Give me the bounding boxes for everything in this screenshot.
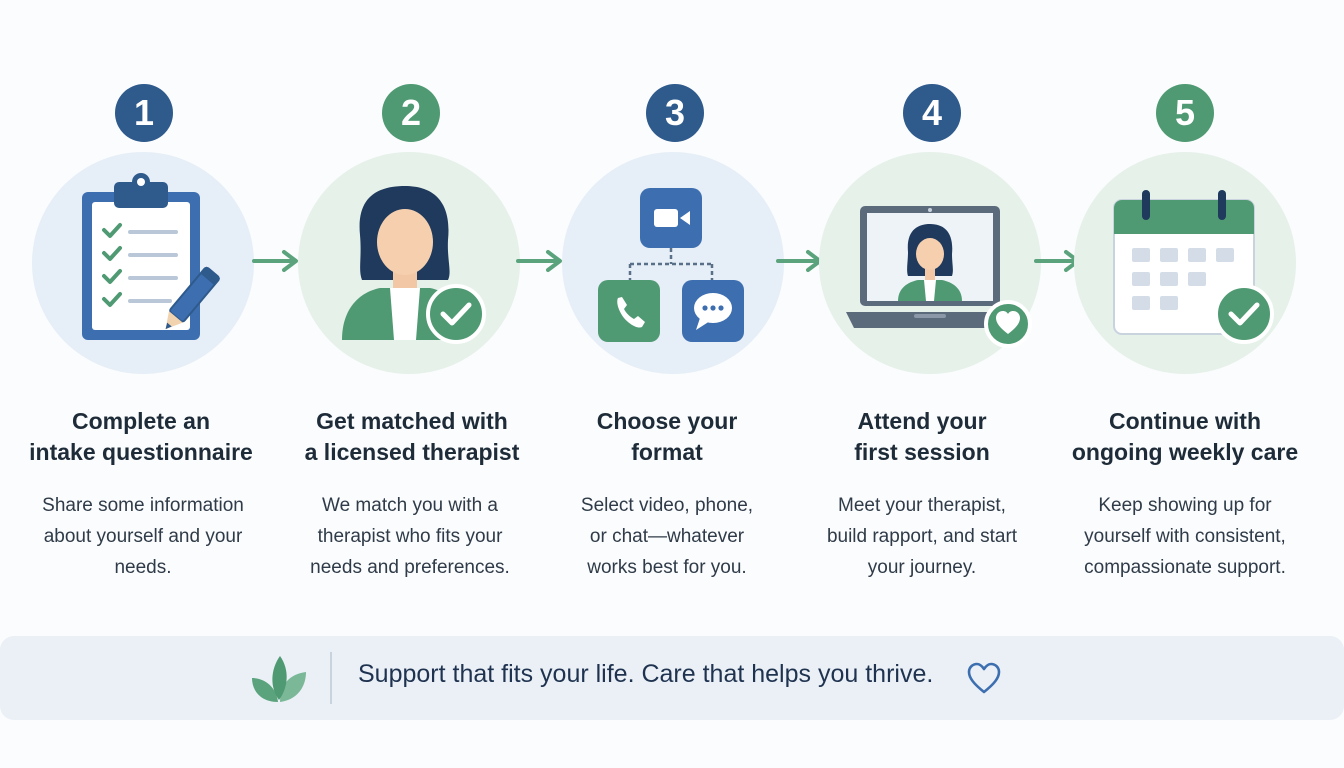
format-options-icon	[598, 188, 744, 342]
banner-tagline: Support that fits your life. Care that h…	[358, 660, 934, 688]
therapist-check-icon	[342, 186, 486, 344]
step-5-description: Keep showing up for yourself with consis…	[1084, 495, 1286, 578]
clipboard-checklist-icon	[82, 173, 221, 340]
step-3-title: Choose your format	[596, 408, 738, 465]
leaf-icon	[252, 656, 306, 702]
heart-outline-icon	[967, 662, 1001, 694]
step-4-description: Meet your therapist, build rapport, and …	[826, 495, 1018, 578]
laptop-session-icon	[846, 206, 1032, 348]
step-2-number: 2	[382, 84, 440, 142]
step-1-description: Share some information about yourself an…	[42, 495, 244, 578]
step-1-title: Complete an intake questionnaire	[29, 408, 253, 465]
step-5-title: Continue with ongoing weekly care	[1071, 408, 1299, 465]
step-5-number: 5	[1156, 84, 1214, 142]
banner-divider	[330, 652, 332, 704]
step-2-description: We match you with a therapist who fits y…	[310, 495, 510, 578]
arrow-right-icon	[516, 250, 562, 272]
step-4-number: 4	[903, 84, 961, 142]
tagline-banner	[0, 636, 1344, 720]
step-3-description: Select video, phone, or chat—whatever wo…	[580, 495, 754, 578]
step-4-title: Attend your first session	[854, 408, 990, 465]
step-1-number: 1	[115, 84, 173, 142]
calendar-check-icon	[1113, 190, 1274, 344]
step-3-number: 3	[646, 84, 704, 142]
arrow-right-icon	[252, 250, 298, 272]
step-2-title: Get matched with a licensed therapist	[304, 408, 520, 465]
